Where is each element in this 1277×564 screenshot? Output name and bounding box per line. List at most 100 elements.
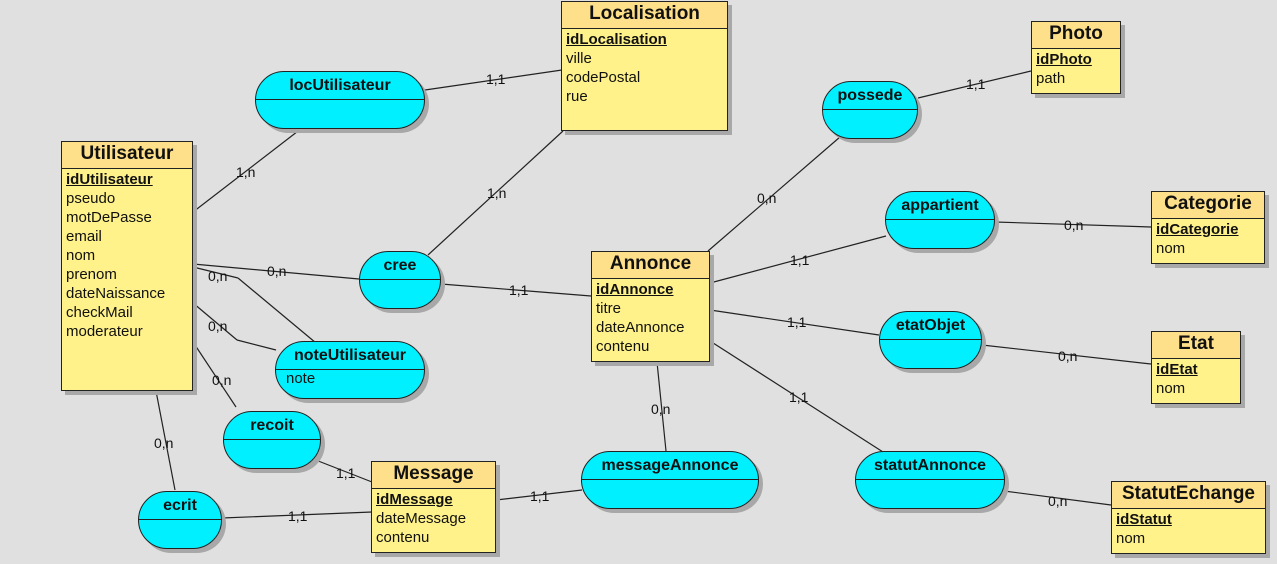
association-statutannonce[interactable]: statutAnnonce <box>855 451 1005 509</box>
entity-title: Annonce <box>592 252 709 279</box>
association-ecrit[interactable]: ecrit <box>138 491 222 549</box>
association-title: statutAnnonce <box>856 452 1004 480</box>
link-note-utilisateur-a <box>192 266 239 279</box>
attribute: path <box>1036 70 1066 87</box>
association-title: noteUtilisateur <box>276 342 424 370</box>
entity-categorie[interactable]: Categorie idCategorie nom <box>1151 191 1265 264</box>
association-locutilisateur[interactable]: locUtilisateur <box>255 71 425 129</box>
link-possede-annonce <box>707 136 841 252</box>
association-cree[interactable]: cree <box>359 251 441 309</box>
entity-title: Categorie <box>1152 192 1264 219</box>
entity-title: StatutEchange <box>1112 482 1265 509</box>
attribute: pseudo <box>66 190 116 207</box>
primary-key: idEtat <box>1156 361 1198 378</box>
link-etatobjet-annonce <box>709 309 880 336</box>
card-msgannonce-message: 1,1 <box>530 488 550 504</box>
primary-key: idPhoto <box>1036 51 1092 68</box>
attribute: nom <box>1156 380 1186 397</box>
link-ecrit-message <box>221 511 373 519</box>
card-appartient-categorie: 0,n <box>1064 217 1083 233</box>
link-msgannonce-annonce <box>656 361 667 452</box>
attribute: email <box>66 228 102 245</box>
attribute: moderateur <box>66 323 143 340</box>
link-possede-photo <box>917 70 1032 99</box>
link-recoit-message <box>307 456 373 483</box>
link-cree-utilisateur <box>192 263 360 280</box>
primary-key: idCategorie <box>1156 221 1239 238</box>
link-cree-localisation <box>427 130 564 256</box>
association-title: messageAnnonce <box>582 452 758 480</box>
entity-annonce[interactable]: Annonce idAnnonce titre dateAnnonce cont… <box>591 251 710 362</box>
association-etatobjet[interactable]: etatObjet <box>879 311 982 369</box>
association-title: possede <box>823 82 917 110</box>
link-statut-statutechange <box>1003 490 1112 506</box>
entity-title: Etat <box>1152 332 1240 359</box>
attribute: ville <box>566 50 592 67</box>
link-note-utilisateur-a2 <box>237 277 317 344</box>
association-messageannonce[interactable]: messageAnnonce <box>581 451 759 509</box>
association-noteutilisateur[interactable]: noteUtilisateur note <box>275 341 425 399</box>
attribute: dateNaissance <box>66 285 166 302</box>
entity-etat[interactable]: Etat idEtat nom <box>1151 331 1241 404</box>
attribute: dateMessage <box>376 510 467 527</box>
card-statut-annonce: 1,1 <box>789 389 809 405</box>
card-statut-statutechange: 0,n <box>1048 493 1067 509</box>
attribute: nom <box>1116 530 1146 547</box>
link-appartient-annonce <box>709 235 887 284</box>
primary-key: idMessage <box>376 491 453 508</box>
link-ecrit-utilisateur <box>155 390 176 491</box>
link-loc-localisation <box>424 69 563 91</box>
card-msgannonce-annonce: 0,n <box>651 401 670 417</box>
primary-key: idLocalisation <box>566 31 667 48</box>
association-title: recoit <box>224 412 320 440</box>
attribute: contenu <box>596 338 650 355</box>
primary-key: idStatut <box>1116 511 1172 528</box>
link-recoit-utilisateur <box>192 341 237 408</box>
attribute: nom <box>66 247 96 264</box>
attribute: dateAnnonce <box>596 319 685 336</box>
card-ecrit-utilisateur: 0,n <box>154 435 173 451</box>
card-cree-annonce: 1,1 <box>509 282 529 298</box>
entity-message[interactable]: Message idMessage dateMessage contenu <box>371 461 496 553</box>
entity-title: Localisation <box>562 2 727 29</box>
entity-utilisateur[interactable]: Utilisateur idUtilisateur pseudo motDePa… <box>61 141 193 391</box>
association-attribute: note <box>286 370 316 387</box>
card-cree-localisation: 1,n <box>487 185 506 201</box>
association-title: cree <box>360 252 440 280</box>
attribute: titre <box>596 300 622 317</box>
entity-localisation[interactable]: Localisation idLocalisation ville codePo… <box>561 1 728 131</box>
association-title: etatObjet <box>880 312 981 340</box>
link-note-utilisateur-b2 <box>236 339 277 351</box>
card-appartient-annonce: 1,1 <box>790 252 810 268</box>
entity-title: Photo <box>1032 22 1120 49</box>
association-appartient[interactable]: appartient <box>885 191 995 249</box>
card-loc-utilisateur: 1,n <box>236 164 255 180</box>
attribute: codePostal <box>566 69 641 86</box>
primary-key: idUtilisateur <box>66 171 153 188</box>
association-recoit[interactable]: recoit <box>223 411 321 469</box>
link-msgannonce-message <box>495 489 583 501</box>
entity-title: Utilisateur <box>62 142 192 169</box>
attribute: rue <box>566 88 588 105</box>
association-possede[interactable]: possede <box>822 81 918 139</box>
association-title: appartient <box>886 192 994 220</box>
card-possede-annonce: 0,n <box>757 190 776 206</box>
entity-statutechange[interactable]: StatutEchange idStatut nom <box>1111 481 1266 554</box>
entity-photo[interactable]: Photo idPhoto path <box>1031 21 1121 94</box>
primary-key: idAnnonce <box>596 281 674 298</box>
card-recoit-message: 1,1 <box>336 465 356 481</box>
link-appartient-categorie <box>994 221 1152 228</box>
attribute: prenom <box>66 266 117 283</box>
attribute: contenu <box>376 529 430 546</box>
card-possede-photo: 1,1 <box>966 76 986 92</box>
attribute: checkMail <box>66 304 133 321</box>
association-title: ecrit <box>139 492 221 520</box>
attribute: nom <box>1156 240 1186 257</box>
card-ecrit-message: 1,1 <box>288 508 308 524</box>
entity-title: Message <box>372 462 495 489</box>
link-statut-annonce <box>709 340 884 453</box>
card-recoit-utilisateur: 0,n <box>212 372 231 388</box>
link-cree-annonce <box>440 283 592 297</box>
attribute: motDePasse <box>66 209 152 226</box>
